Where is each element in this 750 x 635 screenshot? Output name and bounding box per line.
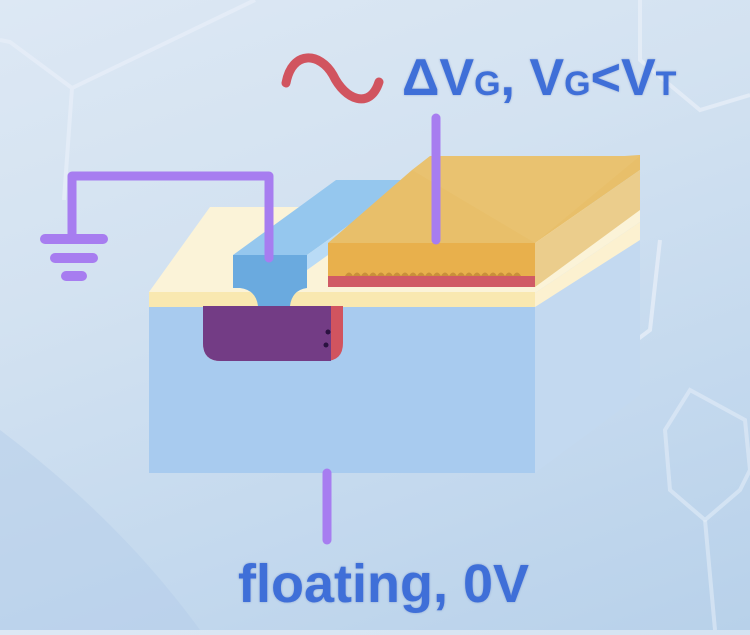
- subscript-g: G: [564, 65, 591, 103]
- ac-sine-wave-icon: [281, 53, 384, 104]
- voltage-symbol: V: [529, 49, 565, 107]
- subscript-g: G: [474, 65, 501, 103]
- body-voltage-label: floating, 0V: [238, 554, 530, 614]
- delta-symbol: Δ: [402, 49, 440, 107]
- ground-icon: [40, 234, 108, 281]
- gate-side-face: [535, 170, 640, 287]
- background-shade: [0, 430, 200, 630]
- interface-wavy-charges: [345, 272, 521, 276]
- electron-dot: [323, 342, 329, 348]
- oxide-front-face: [149, 292, 535, 307]
- gate-front-face: [328, 243, 535, 276]
- less-than-symbol: <: [590, 49, 621, 107]
- gate-stack: [328, 155, 640, 287]
- separator: ,: [500, 49, 530, 107]
- gate-oxide-red-layer: [328, 276, 535, 287]
- contact-top-face: [233, 180, 412, 255]
- contact-front-face: [233, 255, 307, 306]
- source-n-region: [203, 306, 331, 361]
- gate-voltage-label: ΔVG, VG<VT: [402, 48, 676, 108]
- voltage-symbol: V: [439, 49, 475, 107]
- oxide-side-face: [535, 222, 640, 307]
- electron-dot: [325, 329, 331, 335]
- wires: [67, 113, 441, 545]
- voltage-symbol: V: [620, 49, 656, 107]
- subscript-t: T: [655, 65, 677, 103]
- source-region: [203, 306, 343, 361]
- source-ground-wire: [67, 171, 274, 263]
